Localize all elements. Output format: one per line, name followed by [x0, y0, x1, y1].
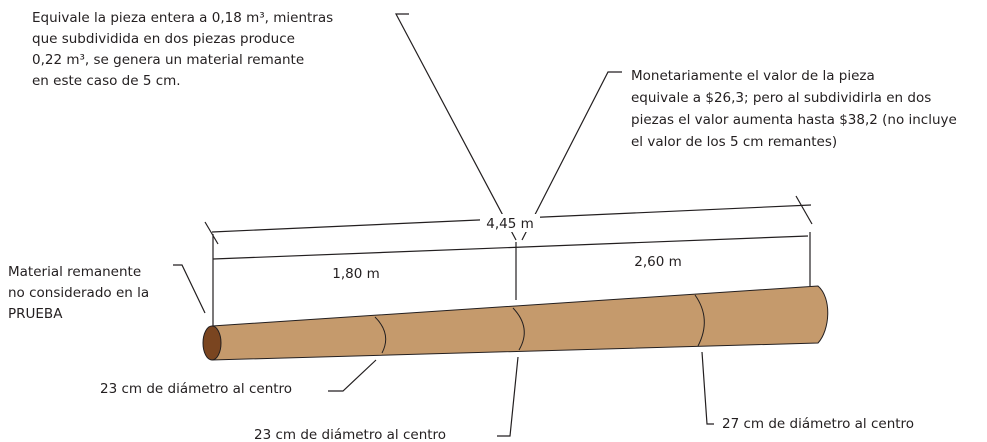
dim-first-label-bg [318, 262, 394, 280]
log-segment-line-2 [512, 307, 525, 351]
dim-pieces-line [212, 235, 809, 260]
log-body [211, 285, 829, 361]
note-value-line-4: el valor de los 5 cm remantes) [631, 134, 837, 150]
dim-total-label: 4,45 m [486, 216, 534, 232]
leader-diameter-first [328, 359, 377, 392]
dim-total-label-bg [480, 214, 540, 232]
note-remnant: Material remanente no considerado en la … [8, 264, 153, 322]
note-remnant-line-2: no considerado en la [8, 285, 149, 301]
note-value-line-2: equivale a $26,3; pero al subdividirla e… [631, 90, 931, 106]
dim-second-label: 2,60 m [634, 254, 682, 270]
dimension-pieces: 1,80 m 2,60 m [212, 232, 811, 327]
diameter-second-label: 27 cm de diámetro al centro [722, 416, 914, 432]
note-volume: Equivale la pieza entera a 0,18 m³, mien… [32, 10, 337, 89]
note-volume-line-3: 0,22 m³, se genera un material remante [32, 52, 304, 68]
note-volume-line-4: en este caso de 5 cm. [32, 73, 181, 89]
dim-first-label: 1,80 m [332, 266, 380, 282]
note-value-line-1: Monetariamente el valor de la pieza [631, 68, 875, 84]
leader-diameter-second [701, 351, 714, 425]
note-remnant-line-1: Material remanente [8, 264, 141, 280]
leader-volume [395, 13, 517, 241]
note-remnant-line-3: PRUEBA [8, 306, 63, 322]
log-end-cut [202, 325, 222, 361]
dim-total-tick-left [204, 221, 219, 245]
leader-value [521, 71, 622, 241]
note-value: Monetariamente el valor de la pieza equi… [631, 68, 961, 150]
log [202, 285, 829, 361]
dim-second-label-bg [622, 251, 696, 269]
note-value-line-3: piezas el valor aumenta hasta $38,2 (no … [631, 112, 957, 128]
leader-remnant [173, 264, 206, 314]
log-segment-line-1 [374, 316, 387, 354]
note-volume-line-1: Equivale la pieza entera a 0,18 m³, mien… [32, 10, 333, 26]
leader-diameter-middle [497, 356, 519, 437]
dimension-total: 4,45 m [204, 195, 813, 245]
diameter-middle-label: 23 cm de diámetro al centro [254, 427, 446, 442]
note-volume-line-2: que subdividida en dos piezas produce [32, 31, 295, 47]
log-segment-line-3 [694, 294, 705, 347]
dim-total-tick-right [795, 195, 813, 225]
diameter-first-label: 23 cm de diámetro al centro [100, 381, 292, 397]
